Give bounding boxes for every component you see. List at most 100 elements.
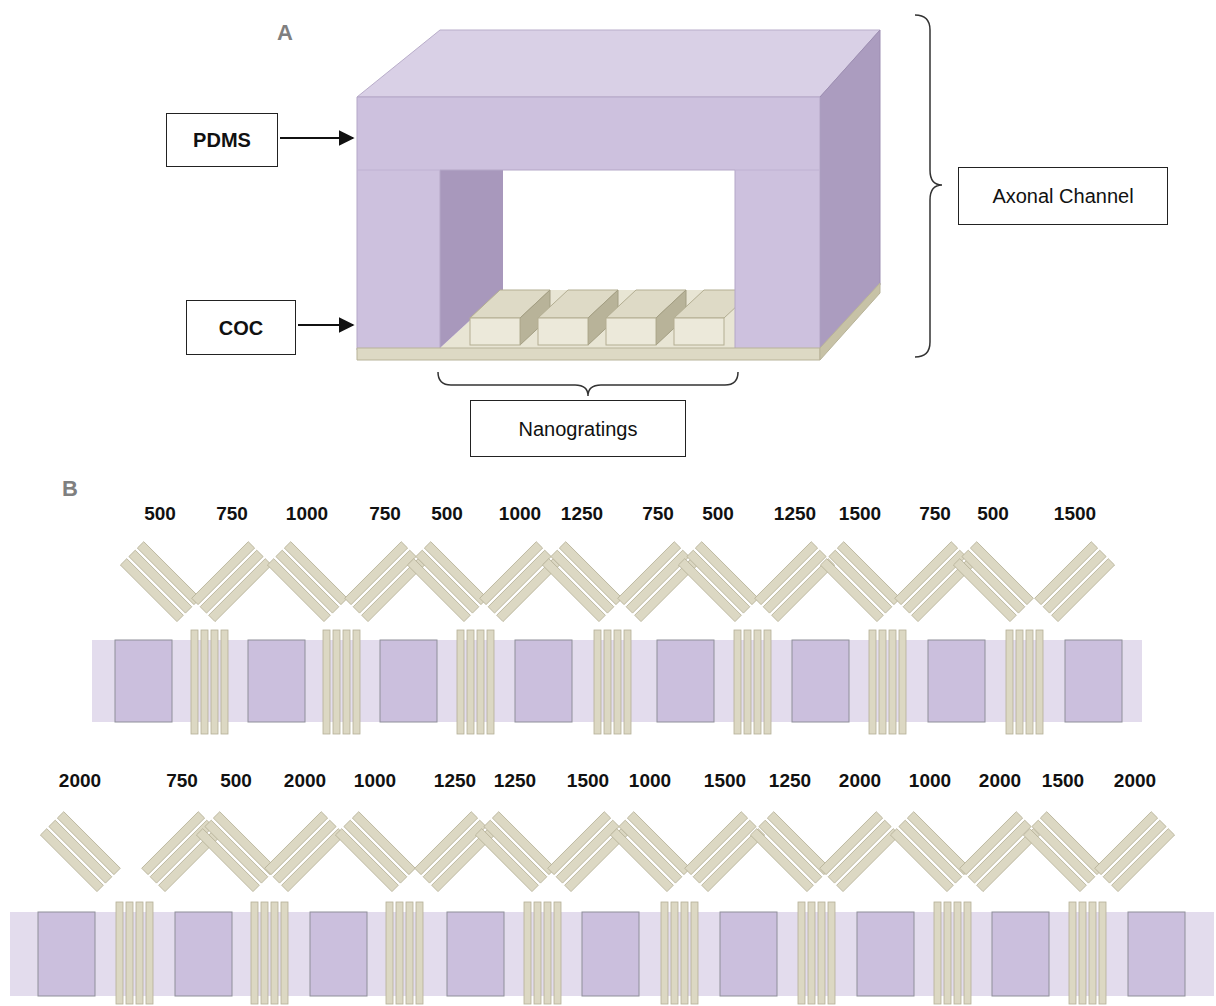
bracket [438,372,738,396]
grating-bar [889,630,896,734]
tilted-grating [678,542,758,622]
grating-bar [1026,630,1033,734]
period-value: 500 [431,504,463,523]
chamber-square [310,912,367,996]
grating-bar [211,630,218,734]
grating-bar [1016,630,1023,734]
tilted-grating [960,812,1040,892]
grating-bar [954,902,961,1004]
leader-arrow [298,324,353,326]
tilted-grating [820,542,900,622]
grating-bar [126,902,133,1004]
period-value: 500 [144,504,176,523]
grating-bar [691,902,698,1004]
period-value: 1000 [629,771,671,790]
grating-bar [879,630,886,734]
grating-array [10,542,1214,1004]
tilted-grating [265,812,345,892]
period-value: 1500 [1042,771,1084,790]
grating-bar [808,902,815,1004]
material-label-box: COC [186,300,296,355]
grating-bar [934,902,941,1004]
period-value: 750 [166,771,198,790]
period-value: 1250 [774,504,816,523]
nanogratings-3d [470,290,754,345]
grating-bar [681,902,688,1004]
tilted-grating [475,812,555,892]
grating-bar [116,902,123,1004]
period-value: 750 [216,504,248,523]
grating-bar [964,902,971,1004]
grating-bar [261,902,268,1004]
tilted-grating [120,542,200,622]
tilted-grating [345,542,425,622]
grating-bar [534,902,541,1004]
grating-bar [604,630,611,734]
tilted-grating [480,542,560,622]
channel-strip [10,912,1214,996]
grating-bar [201,630,208,734]
chamber-square [720,912,777,996]
bracket [915,15,942,357]
grating-bar [457,630,464,734]
grating-bar [524,902,531,1004]
tilted-grating [895,542,975,622]
grating-bar [251,902,258,1004]
grating-bar [406,902,413,1004]
grating-bar [1069,902,1076,1004]
period-value: 1500 [1054,504,1096,523]
grating-bar [353,630,360,734]
period-value: 750 [642,504,674,523]
period-value: 1500 [567,771,609,790]
tilted-grating [685,812,765,892]
grating-bar [1036,630,1043,734]
tilted-grating [196,812,276,892]
grating-bar [221,630,228,734]
grating-bar [1089,902,1096,1004]
period-value: 2000 [59,771,101,790]
grating-bar [544,902,551,1004]
grating-bar [614,630,621,734]
tilted-grating [618,542,698,622]
box-label: COC [219,317,263,339]
coc-base [357,348,820,360]
box-label: Nanogratings [519,418,638,440]
period-value: 1500 [704,771,746,790]
chamber-square [447,912,504,996]
chamber-square [1128,912,1185,996]
panel-letter: B [62,478,78,500]
period-value: 1000 [286,504,328,523]
device-3d [357,30,880,360]
chamber-square [115,640,172,722]
grating-bar [1079,902,1086,1004]
tilted-grating [40,812,120,892]
grating-bar [661,902,668,1004]
material-label-box: PDMS [166,113,278,167]
tilted-grating [415,812,495,892]
tilted-grating [542,542,622,622]
period-value: 1000 [909,771,951,790]
period-value: 1250 [434,771,476,790]
grating-bar [828,902,835,1004]
grating-bar [818,902,825,1004]
chamber-square [38,912,95,996]
leader-arrow [280,137,353,139]
tilted-grating [610,812,690,892]
pdms-top [357,30,880,97]
pdms-front [357,97,820,350]
grating-bar [386,902,393,1004]
tilted-grating [750,812,830,892]
period-value: 750 [369,504,401,523]
tilted-grating [407,542,487,622]
chamber-square [175,912,232,996]
period-value: 1250 [561,504,603,523]
grating-bar [333,630,340,734]
grating-bar [754,630,761,734]
chamber-square [992,912,1049,996]
period-value: 750 [919,504,951,523]
grating-bar [477,630,484,734]
tilted-grating [953,542,1033,622]
grating-bar [1099,902,1106,1004]
box-label: PDMS [193,129,251,151]
